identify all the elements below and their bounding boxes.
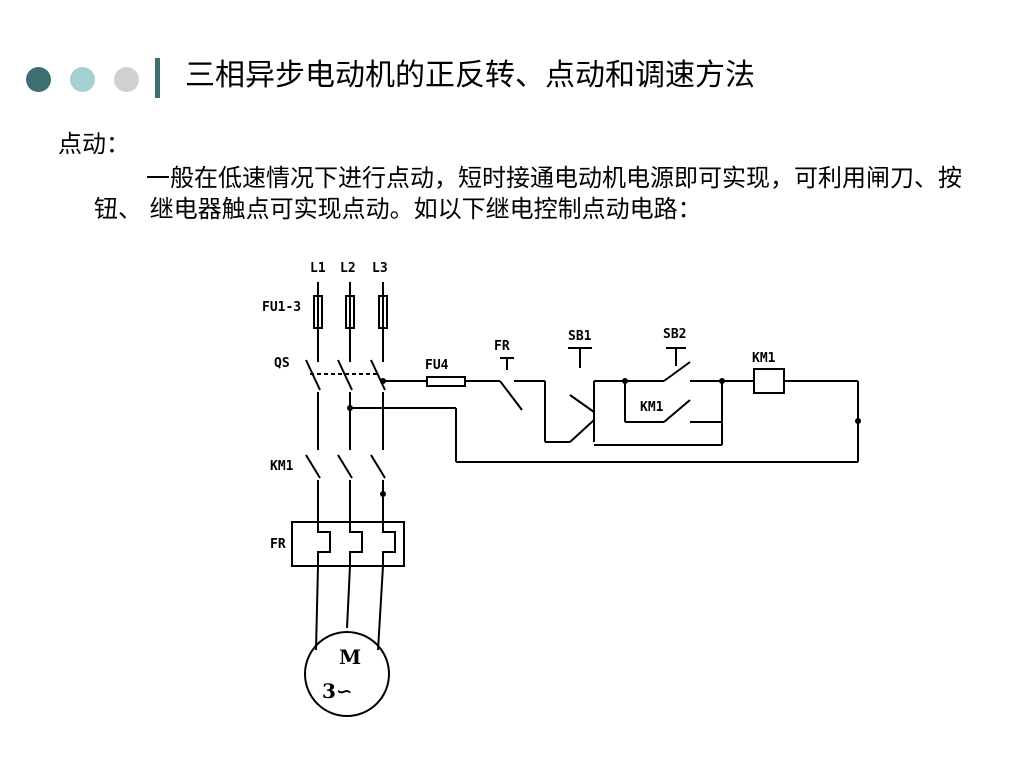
label-sb1: SB1 bbox=[568, 329, 592, 344]
label-l1: L1 bbox=[310, 261, 326, 276]
label-sb2: SB2 bbox=[663, 327, 686, 342]
dot-light bbox=[70, 66, 95, 92]
motor-label-3phase: 3∽ bbox=[322, 679, 353, 703]
body-paragraph: 一般在低速情况下进行点动，短时接通电动机电源即可实现，可利用闸刀、按钮、 继电器… bbox=[94, 163, 994, 225]
label-km1-coil: KM1 bbox=[752, 351, 776, 366]
label-km1-aux: KM1 bbox=[640, 400, 664, 415]
label-l2: L2 bbox=[340, 261, 356, 276]
label-km1-main: KM1 bbox=[270, 459, 294, 474]
label-fr-ctrl: FR bbox=[494, 339, 510, 354]
motor-label-m: M bbox=[339, 645, 361, 669]
label-fu4: FU4 bbox=[425, 358, 449, 373]
slide-title: 三相异步电动机的正反转、点动和调速方法 bbox=[185, 58, 755, 93]
label-qs: QS bbox=[274, 356, 290, 371]
title-accent-bar bbox=[155, 58, 160, 98]
dot-grey bbox=[114, 66, 139, 92]
label-fu1-3: FU1-3 bbox=[262, 300, 301, 315]
decorative-dots bbox=[26, 64, 158, 94]
dot-dark bbox=[26, 66, 51, 92]
section-label: 点动： bbox=[58, 130, 130, 158]
label-fr-main: FR bbox=[270, 537, 286, 552]
body-paragraph-text: 一般在低速情况下进行点动，短时接通电动机电源即可实现，可利用闸刀、按钮、 继电器… bbox=[94, 164, 962, 223]
label-l3: L3 bbox=[372, 261, 388, 276]
